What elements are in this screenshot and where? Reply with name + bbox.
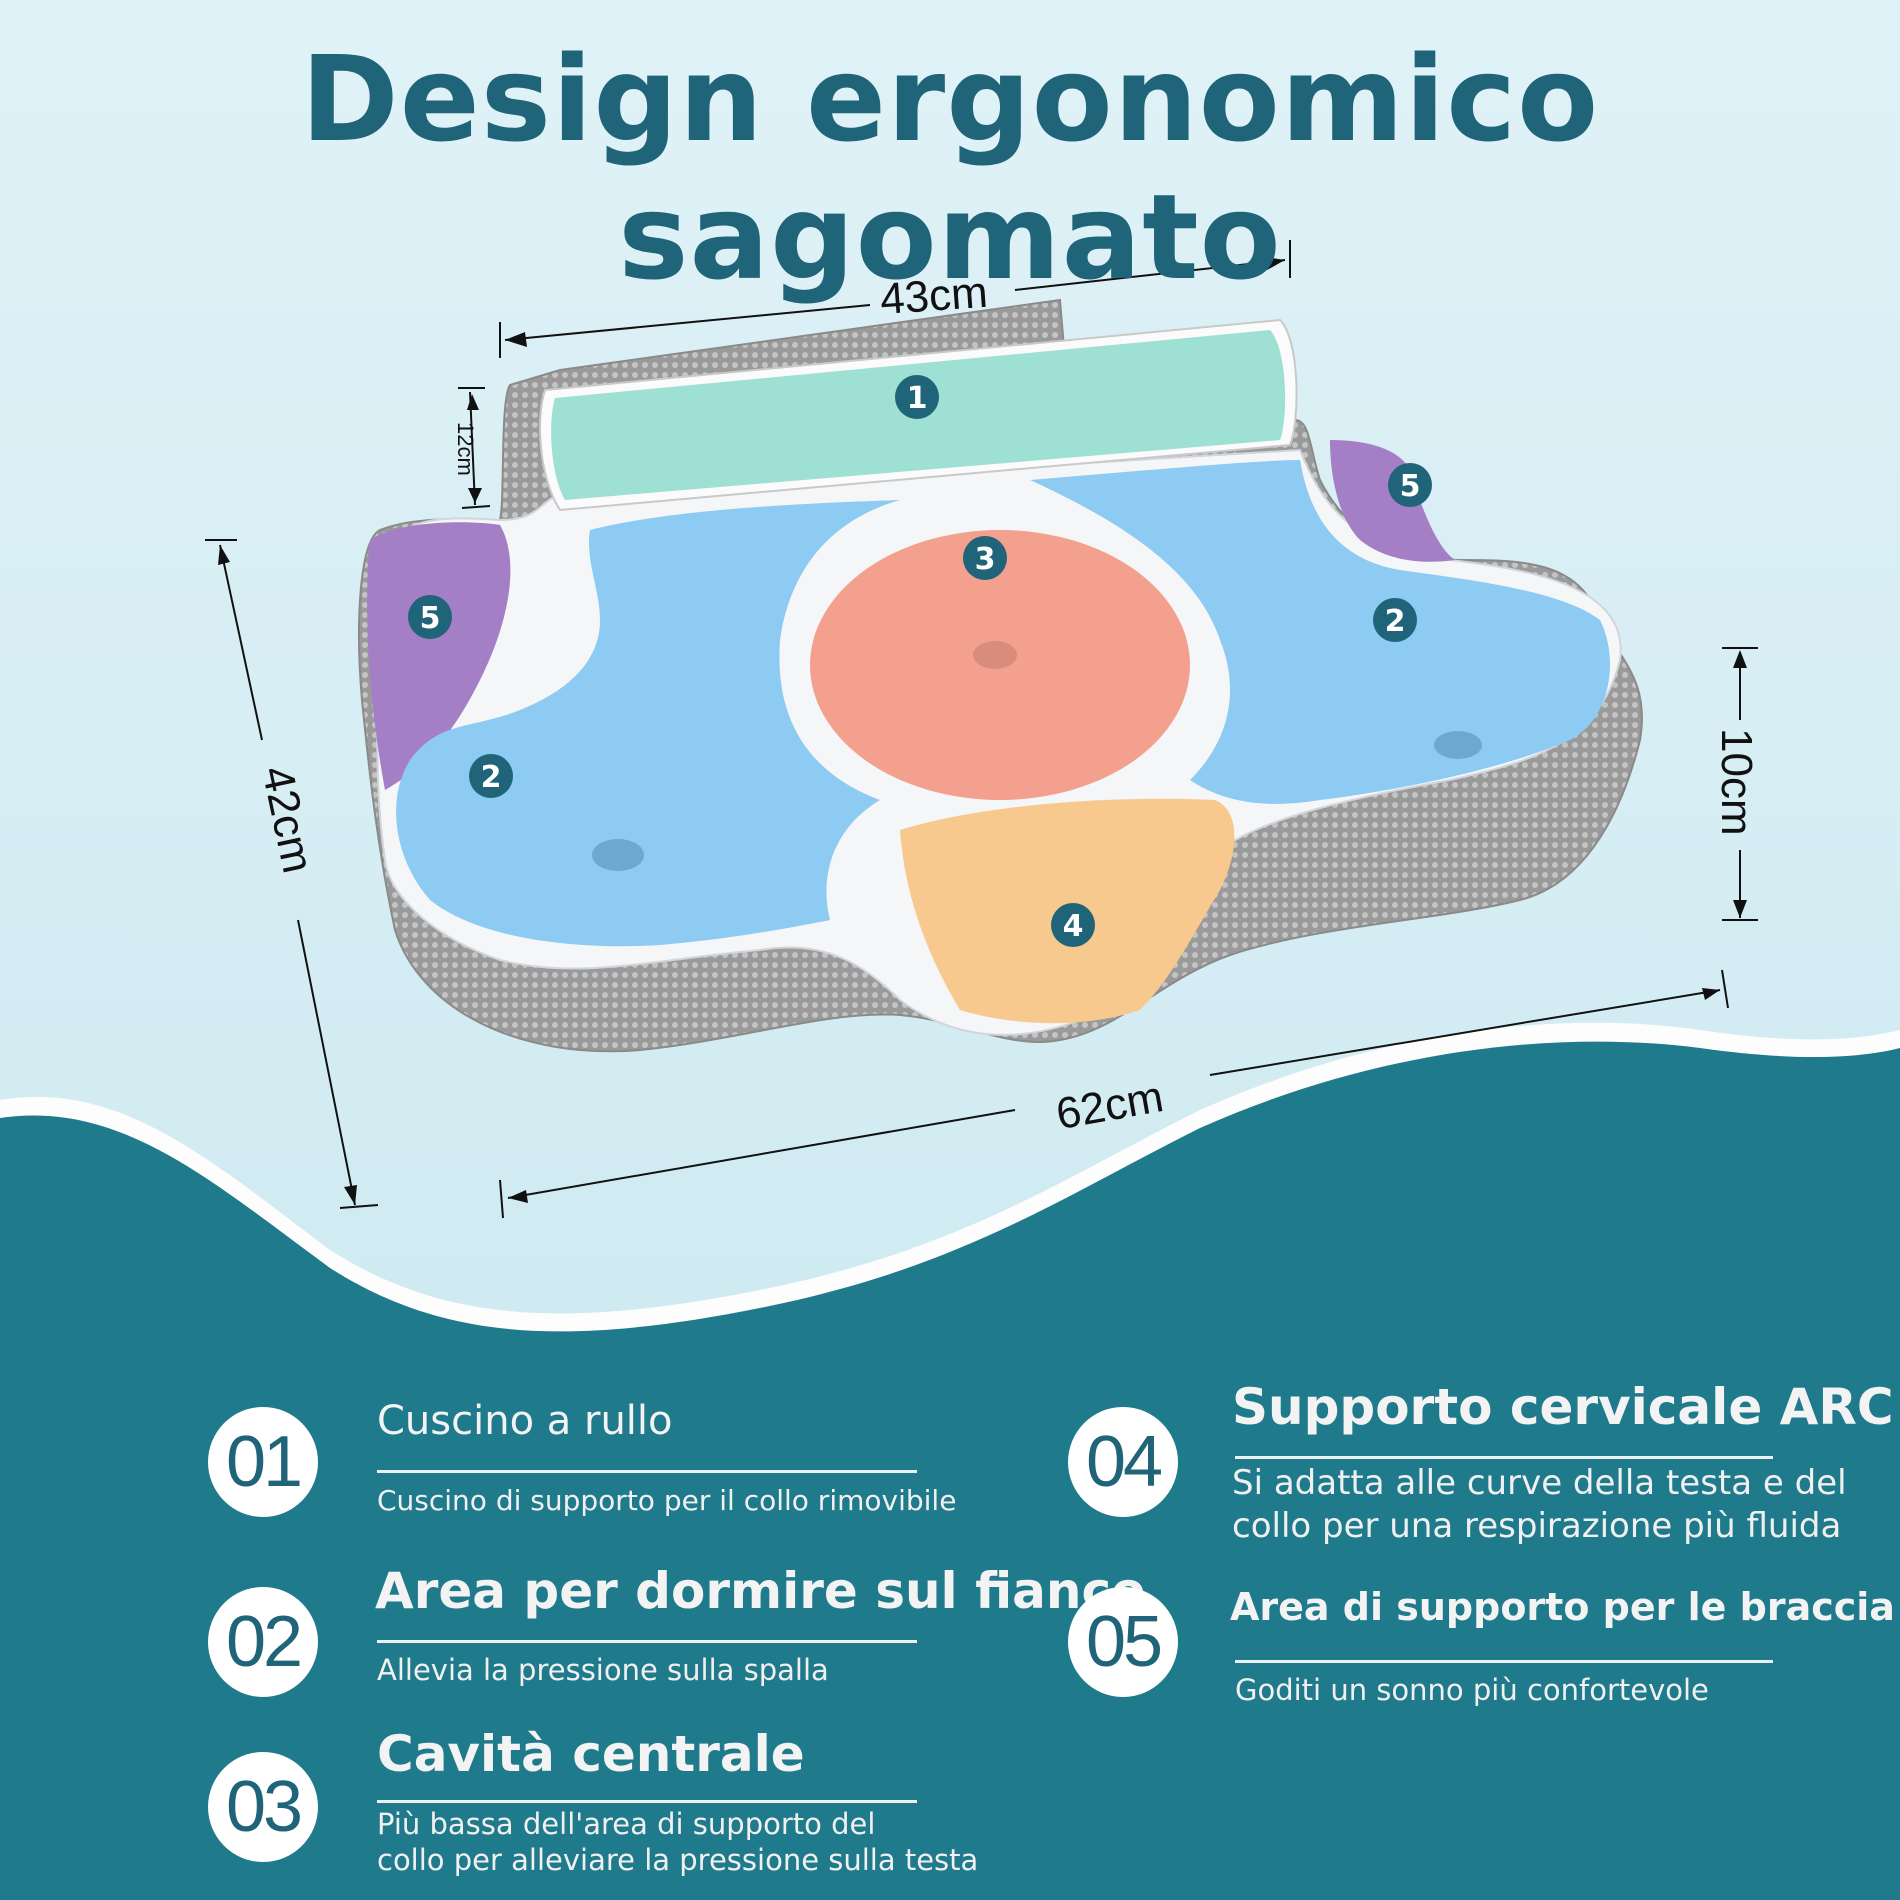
badge-zone-5-left: 5 <box>408 595 452 639</box>
badge-zone-2-right: 2 <box>1373 598 1417 642</box>
feature-number-03: 03 <box>208 1752 318 1862</box>
feature-desc-03-line2: collo per alleviare la pressione sulla t… <box>377 1843 979 1878</box>
center-dimple <box>973 641 1017 669</box>
dimension-lines <box>205 240 1758 1219</box>
zone-side-right <box>1030 460 1610 804</box>
zone-arm-left <box>367 522 511 790</box>
feature-number-05: 05 <box>1068 1587 1178 1697</box>
feature-desc-03: Più bassa dell'area di supporto del coll… <box>377 1806 978 1879</box>
badge-zone-5-right: 5 <box>1388 463 1432 507</box>
feature-title-04: Supporto cervicale ARC <box>1232 1378 1894 1436</box>
feature-desc-04: Si adatta alle curve della testa e del c… <box>1232 1462 1847 1547</box>
svg-text:4: 4 <box>1063 909 1084 944</box>
badge-zone-1: 1 <box>895 375 939 419</box>
zone-arm-right <box>1330 440 1455 562</box>
feature-desc-02: Allevia la pressione sulla spalla <box>377 1653 829 1687</box>
dim-roll-height: 12cm <box>453 422 478 476</box>
feature-desc-05: Goditi un sonno più confortevole <box>1235 1673 1709 1707</box>
bottom-panel-fill <box>0 1041 1900 1900</box>
feature-title-03: Cavità centrale <box>377 1725 805 1783</box>
feature-number-01: 01 <box>208 1407 318 1517</box>
page-title: Design ergonomico sagomato <box>300 30 1600 306</box>
svg-text:5: 5 <box>420 601 441 636</box>
side-dimple-right <box>1434 731 1482 759</box>
feature-number-02: 02 <box>208 1587 318 1697</box>
dimension-arrows <box>218 257 1747 1205</box>
side-dimple-left <box>592 839 644 871</box>
badge-zone-3: 3 <box>963 536 1007 580</box>
badge-zone-4: 4 <box>1051 903 1095 947</box>
feature-number-04: 04 <box>1068 1407 1178 1517</box>
svg-text:2: 2 <box>481 760 502 795</box>
feature-title-05: Area di supporto per le braccia <box>1230 1585 1895 1629</box>
feature-rule-03 <box>377 1800 917 1803</box>
feature-desc-04-line2: collo per una respirazione più fluida <box>1232 1505 1842 1546</box>
badge-zone-2-left: 2 <box>469 754 513 798</box>
svg-text:2: 2 <box>1385 604 1406 639</box>
svg-text:3: 3 <box>975 542 996 577</box>
feature-desc-04-line1: Si adatta alle curve della testa e del <box>1232 1463 1847 1503</box>
feature-desc-01: Cuscino di supporto per il collo rimovib… <box>377 1484 957 1517</box>
svg-text:1: 1 <box>907 381 928 416</box>
dim-edge-height: 10cm <box>1712 728 1761 836</box>
feature-rule-02 <box>377 1640 917 1643</box>
feature-rule-01 <box>377 1470 917 1473</box>
feature-rule-04 <box>1235 1456 1773 1459</box>
dim-top-width: 43cm <box>878 268 989 324</box>
feature-desc-03-line1: Più bassa dell'area di supporto del <box>377 1807 876 1841</box>
feature-rule-05 <box>1235 1660 1773 1663</box>
svg-text:5: 5 <box>1400 469 1421 504</box>
feature-title-02: Area per dormire sul fianco <box>375 1562 1146 1620</box>
feature-title-01: Cuscino a rullo <box>377 1398 673 1444</box>
zone-side-left <box>396 500 900 947</box>
